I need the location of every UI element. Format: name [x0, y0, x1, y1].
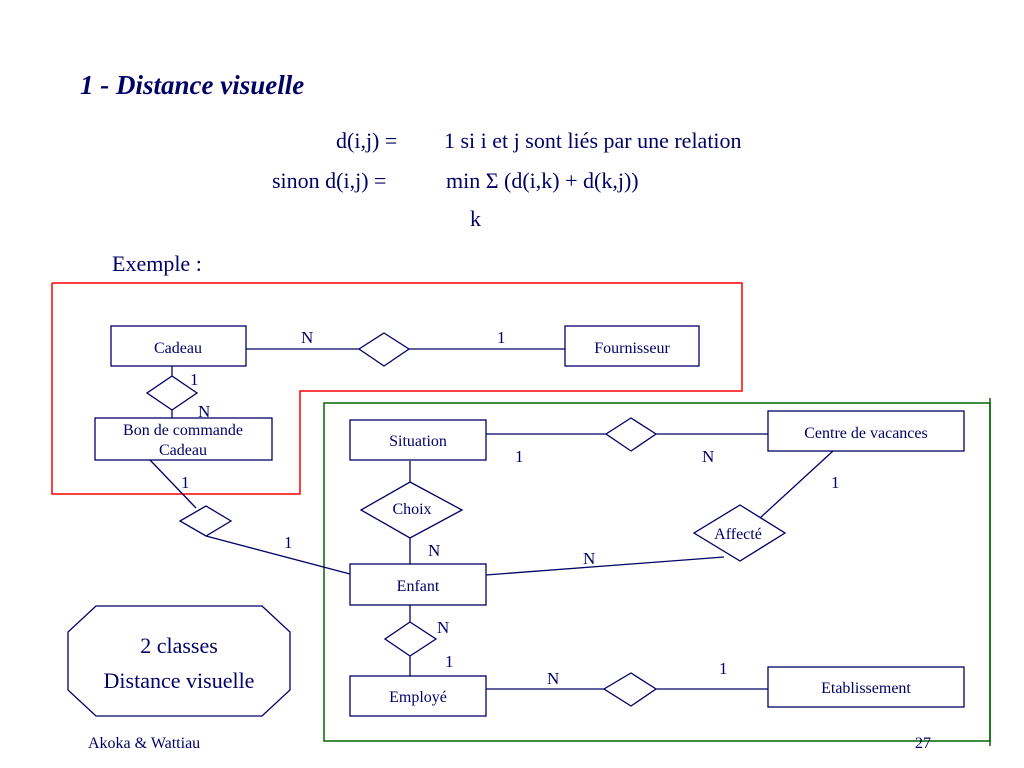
card-choix-enfant-n: N: [428, 541, 440, 560]
entity-cadeau: [110, 325, 247, 367]
entity-fournisseur: [564, 325, 700, 367]
callout-line1: 2 classes: [140, 633, 218, 658]
red-frame: [51, 282, 743, 495]
card-cadeau-bon-1: 1: [190, 370, 199, 389]
entity-employe: [349, 675, 487, 717]
entity-centre-label: Centre de vacances: [804, 425, 927, 442]
entity-enfant: [349, 563, 487, 606]
formula-line1-right: 1 si i et j sont liés par une relation: [444, 128, 742, 153]
entity-fournisseur-label: Fournisseur: [594, 340, 670, 357]
relation-choix: [359, 481, 464, 539]
card-affecte-centre-1: 1: [831, 473, 840, 492]
card-emp-etab-1: 1: [719, 659, 728, 678]
entity-cadeau-label: Cadeau: [154, 340, 202, 357]
card-affecte-enfant-n: N: [583, 549, 595, 568]
slide-title: 1 - Distance visuelle: [80, 70, 305, 100]
relation-situation-centre: [604, 417, 658, 452]
example-label: Exemple :: [112, 251, 202, 276]
entity-bon-label-line1: Bon de commande: [123, 422, 243, 439]
relation-choix-label: Choix: [392, 501, 431, 518]
entity-etablissement: [767, 666, 965, 708]
footer-authors: Akoka & Wattiau: [88, 735, 201, 752]
entity-situation: [349, 419, 487, 461]
card-emp-etab-n: N: [547, 669, 559, 688]
card-bon-enfant-1b: 1: [284, 533, 293, 552]
card-enfant-emp-1: 1: [445, 652, 454, 671]
callout-line2: Distance visuelle: [104, 668, 255, 693]
card-cadeau-fourn-1: 1: [497, 328, 506, 347]
card-cadeau-fourn-n: N: [301, 328, 313, 347]
card-enfant-emp-n: N: [437, 618, 449, 637]
card-sit-centre-n: N: [702, 447, 714, 466]
entity-employe-label: Employé: [389, 689, 447, 706]
card-sit-centre-1: 1: [515, 447, 524, 466]
card-bon-enfant-1a: 1: [181, 473, 190, 492]
callout-box: [67, 605, 291, 717]
card-cadeau-bon-n: N: [198, 402, 210, 421]
relation-bon-enfant: [178, 505, 233, 537]
entity-enfant-label: Enfant: [397, 578, 440, 595]
footer-page-number: 27: [915, 735, 931, 752]
formula-line2-left: sinon d(i,j) =: [272, 168, 387, 193]
formula-line1-left: d(i,j) =: [336, 128, 398, 153]
relation-employe-etablissement: [602, 672, 658, 707]
formula-line2-right: min Σ (d(i,k) + d(k,j)): [446, 168, 639, 193]
entity-centre-de-vacances: [767, 410, 965, 452]
relation-cadeau-bon: [145, 375, 199, 411]
entity-bon-label-line2: Cadeau: [159, 442, 207, 459]
formula-line3: k: [470, 206, 481, 231]
relation-cadeau-fournisseur: [357, 332, 411, 367]
entity-bon-de-commande: [94, 417, 273, 461]
relation-affecte: [692, 504, 787, 562]
relation-affecte-label: Affecté: [714, 526, 762, 543]
relation-enfant-employe: [383, 621, 438, 657]
entity-situation-label: Situation: [389, 433, 447, 450]
entity-etablissement-label: Etablissement: [821, 680, 911, 697]
